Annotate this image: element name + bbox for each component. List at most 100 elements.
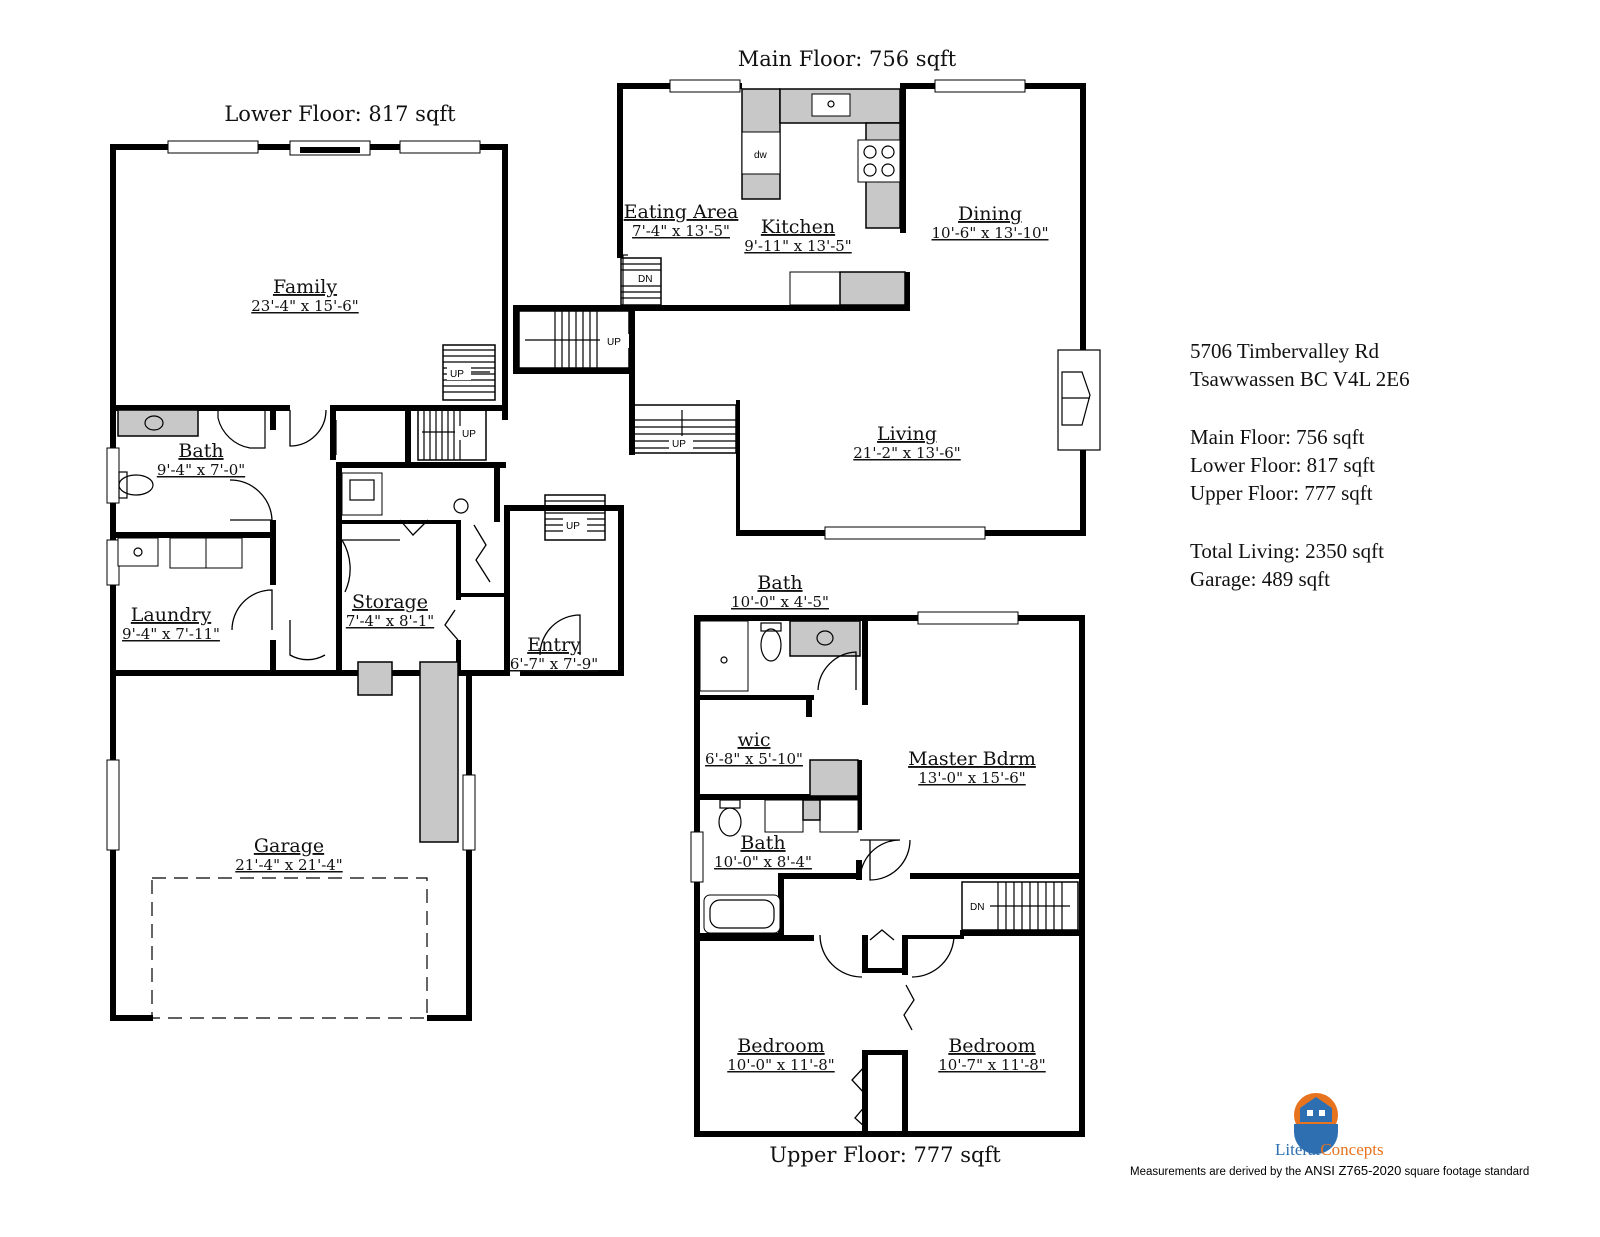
- lower-stairs-entry: UP: [544, 494, 606, 541]
- door-swing: [229, 479, 273, 521]
- door-swing: [859, 839, 901, 881]
- stair-up-label: UP: [462, 429, 476, 440]
- room-dim-ensuite-bath: 10'-0" x 8'-4": [714, 853, 812, 871]
- room-dim-kitchen: 9'-11" x 13'-5": [744, 237, 851, 255]
- bifold-door: [854, 1104, 867, 1129]
- room-dim-bedroom-2: 10'-7" x 11'-8": [938, 1056, 1045, 1074]
- door-swing: [289, 620, 326, 661]
- room-label-living: Living: [877, 423, 937, 445]
- kitchen-sink-icon: [811, 93, 851, 117]
- room-dim-wic: 6'-8" x 5'-10": [705, 750, 803, 768]
- room-dim-garage: 21'-4" x 21'-4": [235, 856, 342, 874]
- disclaimer-suffix: square footage standard: [1401, 1166, 1529, 1178]
- info-garage: Garage: 489 sqft: [1190, 567, 1330, 591]
- upper-windows: [690, 611, 1019, 883]
- fireplace-icon: [1057, 349, 1101, 451]
- garage-door-outline: [151, 877, 428, 1019]
- stair-dn-label: DN: [638, 274, 652, 285]
- room-label-bedroom-1: Bedroom: [737, 1035, 824, 1057]
- stove-icon: [857, 139, 901, 183]
- sink-icon: [819, 799, 859, 833]
- disclaimer-prefix: Measurements are derived by the: [1130, 1166, 1305, 1178]
- room-label-master-bdrm: Master Bdrm: [908, 748, 1036, 770]
- upper-floor-title: Upper Floor: 777 sqft: [769, 1143, 1001, 1167]
- disclaimer-standard: ANSI Z765-2020: [1305, 1163, 1402, 1178]
- bifold-door: [473, 524, 491, 583]
- main-exterior-walls: [513, 83, 1086, 536]
- room-label-laundry: Laundry: [131, 604, 212, 626]
- door-swing: [819, 934, 863, 978]
- logo-text-concepts: Concepts: [1320, 1140, 1383, 1159]
- upper-stairs-down: DN: [961, 881, 1079, 931]
- address-line-2: Tsawwassen BC V4L 2E6: [1190, 367, 1410, 391]
- lower-floor: Lower Floor: 817 sqft: [106, 102, 624, 1021]
- lower-exterior-walls: [110, 144, 624, 1021]
- kitchen-cabinets: dw: [741, 88, 906, 306]
- disclaimer: Measurements are derived by the ANSI Z76…: [1130, 1163, 1529, 1178]
- counter: [839, 271, 906, 306]
- bifold-door: [903, 984, 915, 1031]
- dryer-icon: [205, 537, 243, 569]
- room-label-storage: Storage: [352, 591, 428, 613]
- info-main-floor: Main Floor: 756 sqft: [1190, 425, 1365, 449]
- room-dim-laundry: 9'-4" x 7'-11": [122, 625, 220, 643]
- fridge-icon: [789, 271, 841, 306]
- corner-shower-icon: [217, 409, 266, 449]
- bifold-door: [851, 1064, 867, 1096]
- room-label-garage: Garage: [254, 835, 324, 857]
- main-stairs-up-left: UP: [518, 310, 630, 369]
- stair-dn-label: DN: [970, 902, 984, 913]
- upper-interior-walls: [694, 615, 1085, 1137]
- garage-post: [357, 661, 393, 696]
- sink-icon: [144, 415, 164, 431]
- room-label-eating-area: Eating Area: [624, 201, 739, 223]
- closet-shelf: [809, 759, 859, 797]
- info-lower-floor: Lower Floor: 817 sqft: [1190, 453, 1375, 477]
- property-info: 5706 Timbervalley Rd Tsawwassen BC V4L 2…: [1190, 339, 1410, 591]
- logo-text-literal: Literal: [1275, 1140, 1321, 1159]
- stair-up-label: UP: [672, 439, 686, 450]
- main-windows: [617, 79, 1101, 540]
- room-dim-family: 23'-4" x 15'-6": [251, 297, 358, 315]
- vanity: [789, 620, 861, 657]
- upper-floor: DN Bath 10'-0" x 4'-5" wic 6'-8" x 5'-10…: [690, 572, 1085, 1167]
- drain-icon: [453, 498, 469, 514]
- room-label-entry: Entry: [527, 634, 581, 656]
- door-swing: [289, 409, 327, 447]
- vanity: [117, 409, 199, 437]
- room-dim-master-bdrm: 13'-0" x 15'-6": [918, 769, 1025, 787]
- room-dim-entry: 6'-7" x 7'-9": [510, 655, 598, 673]
- room-label-ensuite-bath: Bath: [740, 832, 785, 854]
- sink-icon: [764, 799, 804, 833]
- washer-icon: [169, 537, 207, 569]
- lower-windows: [106, 140, 481, 851]
- garage-storage-shelf: [419, 661, 459, 843]
- shower-icon: [699, 620, 749, 692]
- main-stairs-down: DN: [620, 257, 662, 306]
- toilet-icon: [118, 474, 154, 496]
- laundry-sink-icon: [117, 537, 159, 567]
- stair-up-label: UP: [607, 337, 621, 348]
- bifold-door: [444, 609, 459, 641]
- lower-stairs-family: UP: [442, 344, 496, 401]
- main-floor-title: Main Floor: 756 sqft: [738, 47, 957, 71]
- stair-up-label: UP: [566, 521, 580, 532]
- room-dim-bath-lower: 9'-4" x 7'-0": [157, 461, 245, 479]
- door-swing: [817, 651, 857, 691]
- lower-fixtures: [117, 409, 469, 1019]
- room-label-dining: Dining: [958, 203, 1022, 225]
- literal-concepts-logo: LiteralConcepts: [1275, 1093, 1384, 1159]
- upper-fixtures: [699, 620, 955, 1129]
- bifold-door: [869, 929, 895, 941]
- room-label-wic: wic: [738, 729, 771, 751]
- door-swing: [340, 539, 400, 593]
- room-dim-dining: 10'-6" x 13'-10": [932, 224, 1049, 242]
- room-dim-storage: 7'-4" x 8'-1": [346, 612, 434, 630]
- room-label-family: Family: [273, 276, 337, 298]
- lower-stairs-hall: UP: [417, 407, 487, 461]
- bifold-door: [399, 519, 429, 536]
- main-floor: Main Floor: 756 sqft: [513, 47, 1101, 540]
- room-label-bath-upper: Bath: [757, 572, 802, 594]
- svg-text:LiteralConcepts: LiteralConcepts: [1275, 1140, 1384, 1159]
